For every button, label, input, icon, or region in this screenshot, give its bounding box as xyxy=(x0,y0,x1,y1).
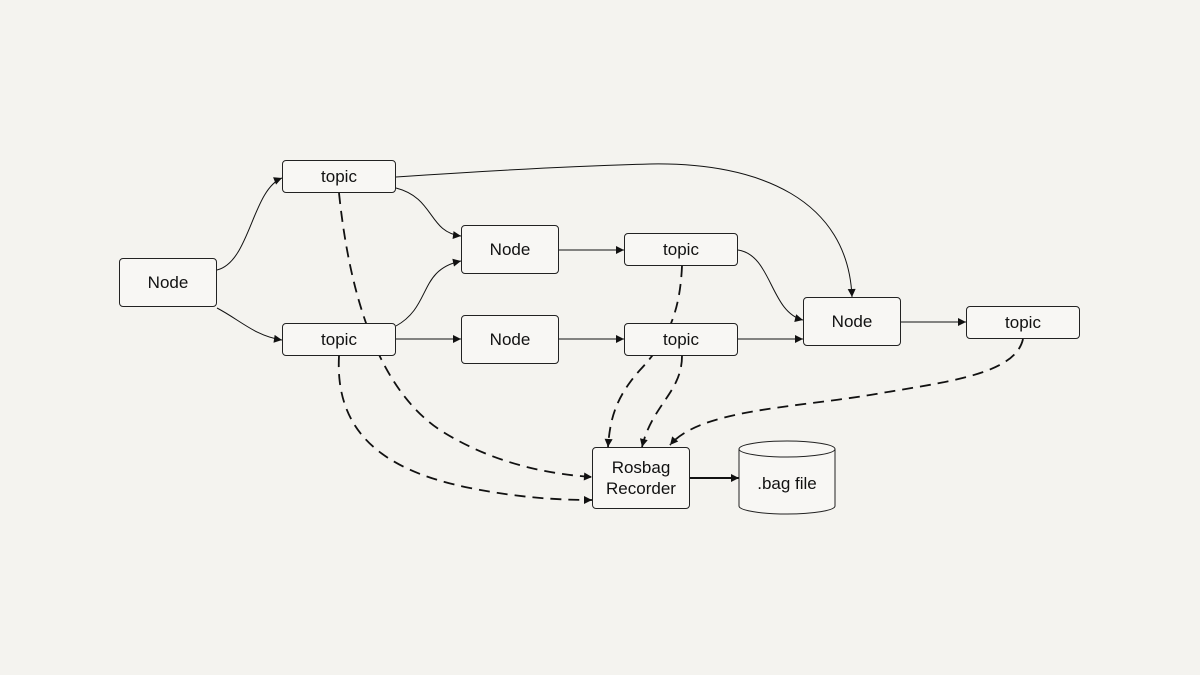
node-mid-top-label: Node xyxy=(489,240,531,259)
rosbag-recorder-label-line1: Rosbag xyxy=(611,458,671,477)
topic-e-label: topic xyxy=(1005,313,1041,332)
topic-a[interactable]: topic xyxy=(282,160,396,193)
node-mid-top[interactable]: Node xyxy=(461,225,559,274)
topic-b-label: topic xyxy=(321,330,357,349)
topic-b[interactable]: topic xyxy=(282,323,396,356)
dashed-edge-topic-c-to-recorder xyxy=(604,265,683,448)
topic-a-label: topic xyxy=(321,167,357,186)
node-mid-bottom-label: Node xyxy=(489,330,531,349)
topic-d-label: topic xyxy=(663,330,699,349)
node-right[interactable]: Node xyxy=(803,297,901,346)
source-node[interactable]: Node xyxy=(119,258,217,307)
bag-file-label: .bag file xyxy=(757,474,817,493)
dashed-edge-topic-b-to-recorder xyxy=(337,355,593,504)
topic-d[interactable]: topic xyxy=(624,323,738,356)
topic-e[interactable]: topic xyxy=(966,306,1080,339)
edge-topic-c-to-node-right xyxy=(737,249,804,322)
rosbag-recorder-label-line2: Recorder xyxy=(606,479,676,498)
edge-topic-a-to-node-right xyxy=(395,163,856,298)
edge-topic-b-to-node-mid-top xyxy=(395,258,462,327)
edge-topic-a-to-node-mid-top xyxy=(395,187,462,239)
dashed-edge-topic-a-to-recorder xyxy=(338,192,593,481)
edge-node-to-topic-b xyxy=(216,307,283,343)
source-node-label: Node xyxy=(147,273,189,292)
node-right-label: Node xyxy=(831,312,873,331)
edge-node-to-topic-a xyxy=(216,177,283,271)
dashed-edge-topic-e-to-recorder xyxy=(669,338,1024,446)
topic-c-label: topic xyxy=(663,240,699,259)
topic-c[interactable]: topic xyxy=(624,233,738,266)
bag-file-cylinder xyxy=(738,440,836,515)
rosbag-recorder[interactable]: Rosbag Recorder xyxy=(592,447,690,509)
node-mid-bottom[interactable]: Node xyxy=(461,315,559,364)
dashed-edge-topic-d-to-recorder xyxy=(639,355,683,448)
